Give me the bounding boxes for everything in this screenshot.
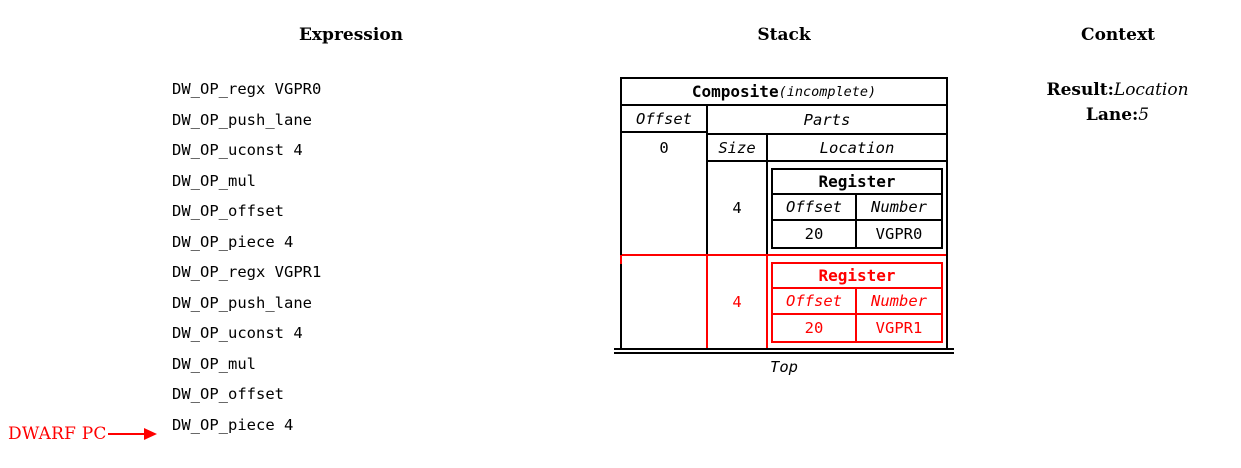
dwarf-pc-label: DWARF PC (8, 424, 107, 444)
register-offset-value: 20 (773, 314, 857, 341)
context-value: 5 (1138, 105, 1150, 125)
expression-line: DW_OP_uconst 4 (172, 141, 303, 160)
composite-part-row-highlighted: 4 Register Offset Number 20 VGPR1 (622, 254, 946, 348)
expression-line: DW_OP_regx VGPR0 (172, 80, 322, 98)
expression-line: DW_OP_mul (172, 171, 256, 190)
expression-line: DW_OP_piece 4 (172, 416, 294, 435)
expression-line: DW_OP_uconst 4 (172, 324, 303, 343)
column-header-stack: Stack (757, 25, 811, 45)
composite-header-row: Offset Parts (622, 106, 946, 133)
register-offset-header: Offset (773, 194, 857, 221)
register-number-value: VGPR1 (875, 318, 923, 337)
context-area: Result:Location Lane:5 (1010, 78, 1225, 128)
register-title: Register (773, 264, 941, 289)
context-entry-result: Result:Location (1010, 78, 1225, 103)
stack-top-label: Top (770, 358, 798, 376)
expression-line: DW_OP_offset (172, 202, 284, 221)
part-location: Register Offset Number 20 VGPR1 (768, 256, 946, 348)
context-entry-lane: Lane:5 (1010, 103, 1225, 128)
expression-line: DW_OP_piece 4 (172, 232, 294, 251)
register-number-header: Number (857, 289, 941, 315)
expression-line: DW_OP_push_lane (172, 110, 312, 129)
register-header-row: Offset Number (773, 288, 941, 315)
register-offset-header: Offset (773, 288, 857, 315)
composite-part-row: 4 Register Offset Number 20 VGPR0 (622, 162, 946, 254)
part-location: Register Offset Number 20 VGPR0 (768, 162, 946, 254)
right-arrow-icon (107, 427, 158, 441)
expression-line: DW_OP_push_lane (172, 293, 312, 312)
offset-column-spacer (622, 162, 708, 254)
context-value: Location (1113, 80, 1189, 100)
stack-entry-composite: Composite(incomplete) Offset Parts 0 Siz… (620, 77, 948, 348)
composite-title-text: Composite (691, 82, 779, 101)
stack-top-rule (614, 348, 954, 354)
register-offset-value: 20 (773, 220, 857, 247)
size-column-header: Size (708, 133, 768, 162)
composite-title-suffix: (incomplete) (778, 83, 877, 100)
part-size: 4 (708, 162, 768, 254)
register-number-value: VGPR0 (875, 224, 923, 243)
offset-column-header: Offset (622, 106, 708, 133)
part-size: 4 (708, 256, 768, 348)
expression-line: DW_OP_offset (172, 385, 284, 404)
stack-area: Composite(incomplete) Offset Parts 0 Siz… (614, 77, 954, 376)
register-location-table: Register Offset Number 20 VGPR0 (771, 167, 943, 249)
register-location-table: Register Offset Number 20 VGPR1 (771, 261, 943, 343)
register-value-row: 20 VGPR0 (773, 220, 941, 247)
highlight-tick (620, 255, 622, 264)
column-header-expression: Expression (298, 25, 404, 45)
register-value-row: 20 VGPR1 (773, 314, 941, 341)
expression-list: DW_OP_regx VGPR0 DW_OP_push_lane DW_OP_u… (172, 74, 502, 441)
parts-column-header: Parts (803, 110, 851, 129)
register-header-row: Offset Number (773, 194, 941, 221)
column-header-context: Context (1081, 25, 1155, 45)
expression-line: DW_OP_regx VGPR1 (172, 263, 322, 282)
offset-value: 0 (622, 133, 708, 162)
location-column-header: Location (768, 133, 946, 162)
offset-column-spacer (622, 256, 708, 348)
composite-subheader-row: 0 Size Location (622, 133, 946, 162)
composite-title: Composite(incomplete) (622, 79, 946, 106)
dwarf-pc-marker: DWARF PC (8, 424, 158, 444)
context-key: Lane: (1085, 105, 1139, 125)
context-key: Result: (1046, 80, 1114, 100)
register-number-header: Number (857, 195, 941, 221)
register-title: Register (773, 170, 941, 195)
expression-line: DW_OP_mul (172, 354, 256, 373)
